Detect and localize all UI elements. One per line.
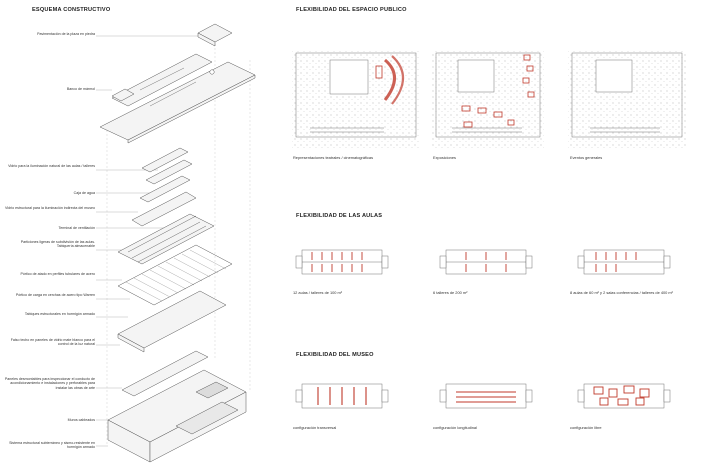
caption-exhibitions: Exposiciones	[433, 155, 456, 160]
left-title: ESQUEMA CONSTRUCTIVO	[32, 7, 111, 13]
caption-12-classrooms: 12 aulas / talleres de 100 m²	[293, 290, 343, 295]
label-concrete-walls: Tabiques estructurales en hormigón armad…	[24, 312, 95, 316]
label-marble-bench: Banco de mármol	[66, 87, 95, 91]
label-glass-classrooms: Vidrio para la iluminación natural de la…	[8, 164, 95, 168]
label-false-ceiling: Falso techo en paneles de vidrio mate bl…	[10, 338, 95, 347]
label-underground-structure: Sistema estructural subterráneo y sismo-…	[9, 441, 95, 450]
classroom-diagrams	[295, 249, 671, 275]
museum-diagrams	[295, 383, 671, 409]
caption-8-classrooms: 8 aulas de 60 m² y 2 salas conferencias …	[570, 290, 673, 295]
label-warren-truss: Pórtico de carga en cerchas de acero tip…	[15, 293, 95, 297]
public-space-plans	[292, 50, 686, 148]
caption-theatre: Representaciones teatrales / cinematográ…	[293, 155, 374, 160]
label-plaza-paving: Pavimentación de la plaza en piedra	[37, 32, 95, 36]
plan-general-events	[568, 50, 686, 148]
section-title-museum: FLEXIBILIDAD DEL MUSEO	[296, 352, 374, 358]
caption-longitudinal: configuración longitudinal	[433, 425, 477, 430]
caption-transversal: configuración transversal	[293, 425, 337, 430]
caption-6-workshops: 6 talleres de 200 m²	[433, 290, 468, 295]
label-removable-panels: Paneles desmontables para inspeccionar e…	[4, 377, 95, 390]
label-cabled-walls: Muros cableados	[67, 418, 95, 422]
label-partitions: Particiones ligeras de subdivisión de la…	[20, 240, 95, 249]
label-ventilation: Terminal de ventilación	[58, 226, 95, 230]
section-title-classrooms: FLEXIBILIDAD DE LAS AULAS	[296, 213, 383, 219]
label-tie-frame: Pórtico de atado en perfiles tubulares d…	[20, 272, 95, 276]
exploded-axonometric	[99, 23, 256, 463]
plan-exhibitions	[432, 50, 544, 148]
label-structural-glass: Vidrio estructural para la iluminación i…	[4, 206, 95, 210]
caption-free: configuración libre	[570, 425, 602, 430]
caption-general-events: Eventos generales	[570, 155, 603, 160]
section-title-public-space: FLEXIBILIDAD DEL ESPACIO PUBLICO	[296, 7, 407, 13]
plan-theatre	[292, 50, 420, 148]
label-water-box: Caja de agua	[73, 191, 95, 195]
